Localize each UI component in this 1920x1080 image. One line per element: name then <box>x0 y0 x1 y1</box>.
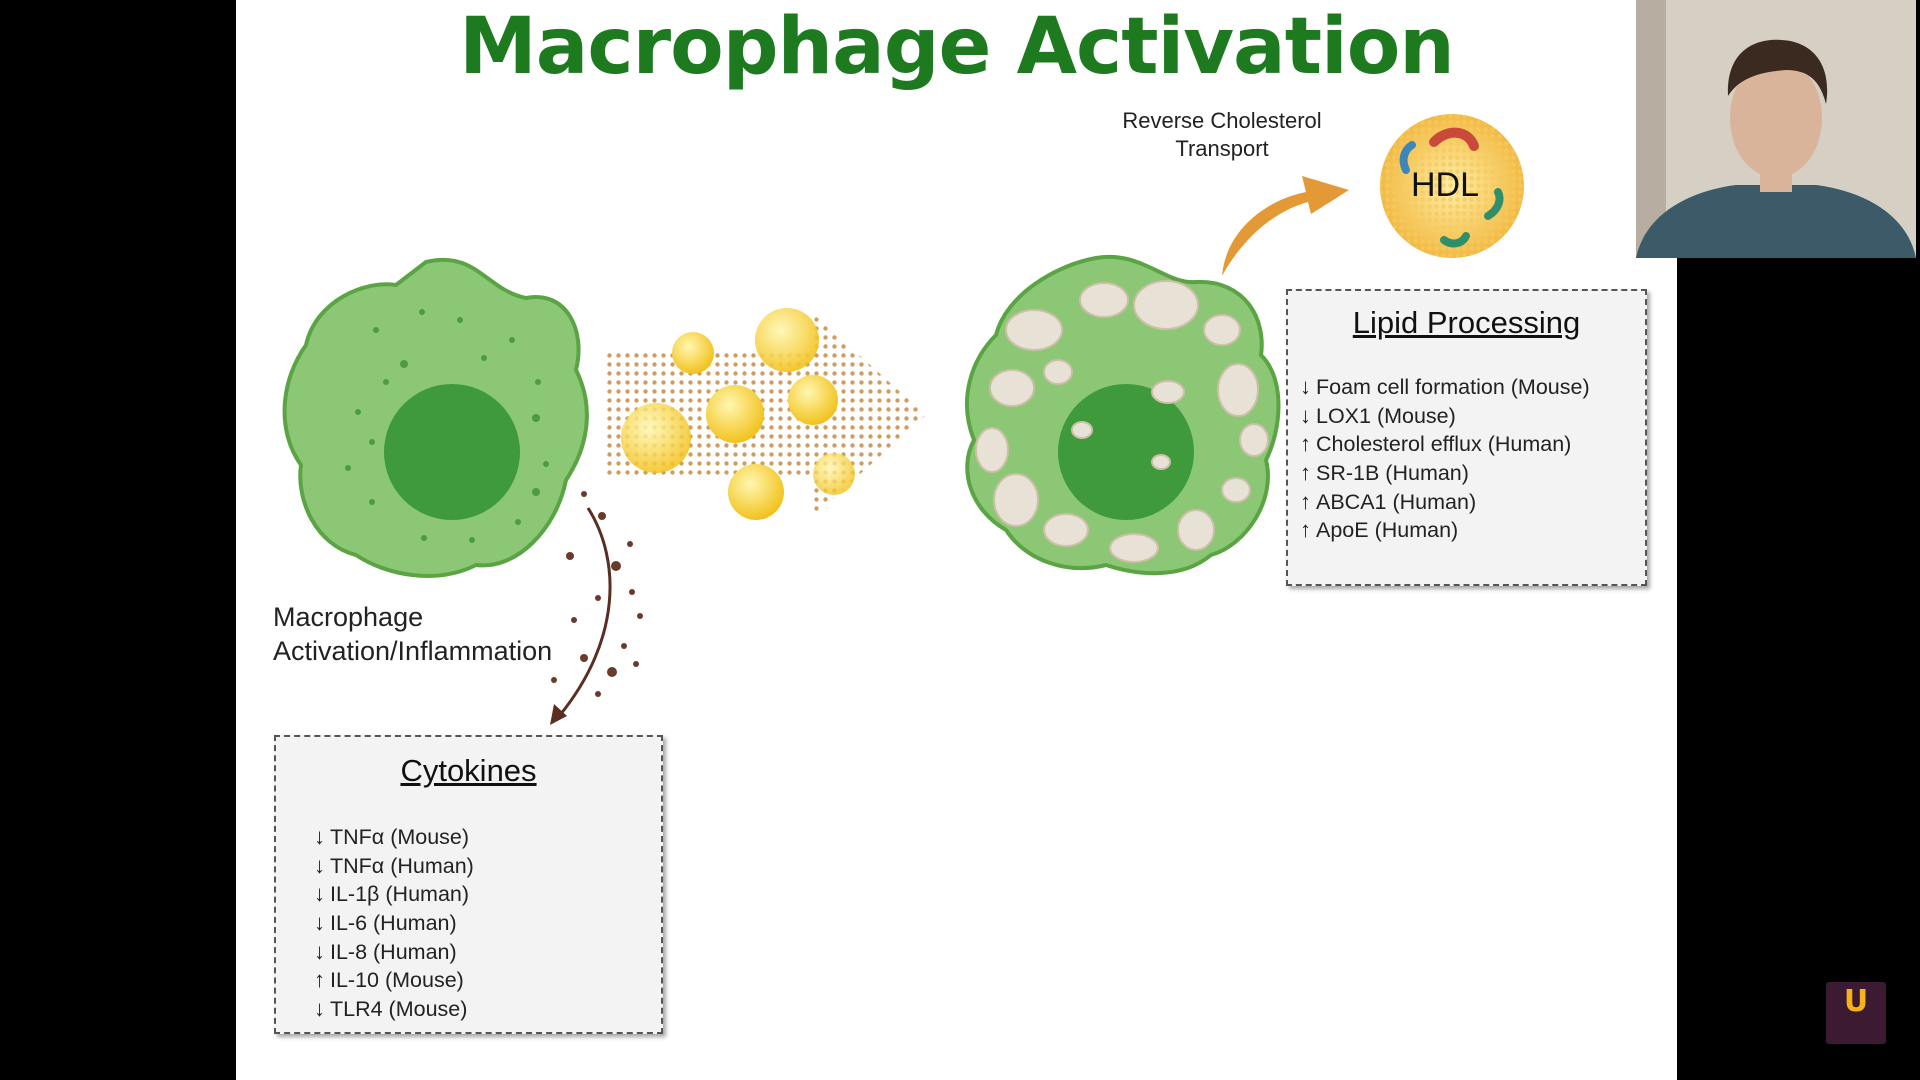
lipid-processing-list: ↓Foam cell formation (Mouse) ↓LOX1 (Mous… <box>1288 373 1645 545</box>
hdl-particle-icon <box>1380 114 1524 258</box>
list-item-text: IL-8 (Human) <box>330 939 457 964</box>
list-item-text: ApoE (Human) <box>1316 518 1459 543</box>
list-item-text: IL-1β (Human) <box>330 882 470 907</box>
arrow-icon: ↓ <box>314 910 325 936</box>
macrophage-cell-icon <box>282 257 589 578</box>
lipid-particle <box>706 385 764 443</box>
hdl-label: HDL <box>1410 166 1480 204</box>
list-item-text: LOX1 (Mouse) <box>1316 403 1456 428</box>
lipid-particle <box>813 453 855 495</box>
list-item-text: TNFα (Mouse) <box>330 825 470 849</box>
list-item: ↓IL-8 (Human) <box>314 938 661 967</box>
foam-cell-icon <box>965 254 1281 576</box>
list-item-text: SR-1B (Human) <box>1316 461 1469 486</box>
list-item: ↓TNFα (Mouse) <box>314 823 661 852</box>
list-item-text: Cholesterol efflux (Human) <box>1316 432 1572 457</box>
lipid-processing-title: Lipid Processing <box>1352 305 1581 340</box>
list-item: ↑IL-10 (Mouse) <box>314 966 661 995</box>
macrophage-granules <box>345 309 549 543</box>
slide-title: Macrophage Activation <box>459 2 1455 92</box>
list-item: ↑SR-1B (Human) <box>1300 459 1645 488</box>
arrow-icon: ↑ <box>1300 517 1311 543</box>
arrow-icon: ↓ <box>314 881 325 907</box>
arrow-icon: ↑ <box>1300 460 1311 486</box>
webcam-feed[interactable] <box>1636 0 1916 258</box>
arrow-icon: ↑ <box>1300 488 1311 514</box>
list-item: ↓IL-6 (Human) <box>314 909 661 938</box>
lipid-droplets <box>975 280 1269 563</box>
lipid-particle <box>788 375 838 425</box>
reverse-transport-arrow-icon <box>1222 176 1349 276</box>
presenter-video-icon <box>1636 0 1916 258</box>
lipid-particle <box>672 332 714 374</box>
list-item: ↓LOX1 (Mouse) <box>1300 402 1645 431</box>
arrow-icon: ↓ <box>1300 374 1311 399</box>
lipid-processing-box: Lipid Processing ↓Foam cell formation (M… <box>1286 289 1647 586</box>
arrow-icon: ↓ <box>314 996 325 1022</box>
list-item-text: IL-6 (Human) <box>330 911 457 936</box>
foam-cell-nucleus <box>1058 384 1194 520</box>
list-item-text: TLR4 (Mouse) <box>330 997 468 1022</box>
lipid-particle <box>755 308 819 372</box>
u-logo-icon: U <box>1826 982 1886 1044</box>
list-item: ↓TNFα (Human) <box>314 852 661 881</box>
reverse-cholesterol-transport-label: Reverse Cholesterol Transport <box>1122 108 1322 161</box>
inflammation-label-text: Macrophage Activation/Inflammation <box>273 602 553 666</box>
cytokines-box: Cytokines ↓TNFα (Mouse) ↓TNFα (Human) ↓I… <box>274 735 663 1034</box>
lipid-uptake-arrow-icon <box>606 308 926 520</box>
arrow-icon: ↓ <box>314 938 325 964</box>
list-item: ↓Foam cell formation (Mouse) <box>1300 373 1645 402</box>
list-item: ↓IL-1β (Human) <box>314 880 661 909</box>
list-item: ↑Cholesterol efflux (Human) <box>1300 430 1645 459</box>
arrow-icon: ↑ <box>314 967 325 993</box>
list-item: ↑ABCA1 (Human) <box>1300 488 1645 517</box>
arrow-icon: ↑ <box>1300 431 1311 457</box>
slide: Macrophage Activation <box>236 0 1677 1080</box>
lipid-particle <box>621 403 691 473</box>
list-item-text: ABCA1 (Human) <box>1316 489 1477 514</box>
list-item-text: TNFα (Human) <box>330 853 474 878</box>
lipid-particle <box>728 464 784 520</box>
list-item: ↓TLR4 (Mouse) <box>314 995 661 1024</box>
arrow-icon: ↓ <box>314 852 325 878</box>
diagram <box>282 114 1524 725</box>
arrow-icon: ↓ <box>314 824 325 849</box>
list-item-text: IL-10 (Mouse) <box>330 968 464 993</box>
list-item: ↑ApoE (Human) <box>1300 516 1645 545</box>
cytokine-release-icon <box>550 491 643 725</box>
cytokines-list: ↓TNFα (Mouse) ↓TNFα (Human) ↓IL-1β (Huma… <box>276 823 661 1024</box>
inflammation-label: Macrophage Activation/Inflammation <box>273 600 553 668</box>
macrophage-nucleus <box>384 384 520 520</box>
arrow-icon: ↓ <box>1300 402 1311 428</box>
list-item-text: Foam cell formation (Mouse) <box>1316 375 1590 399</box>
cytokines-title: Cytokines <box>400 753 537 788</box>
